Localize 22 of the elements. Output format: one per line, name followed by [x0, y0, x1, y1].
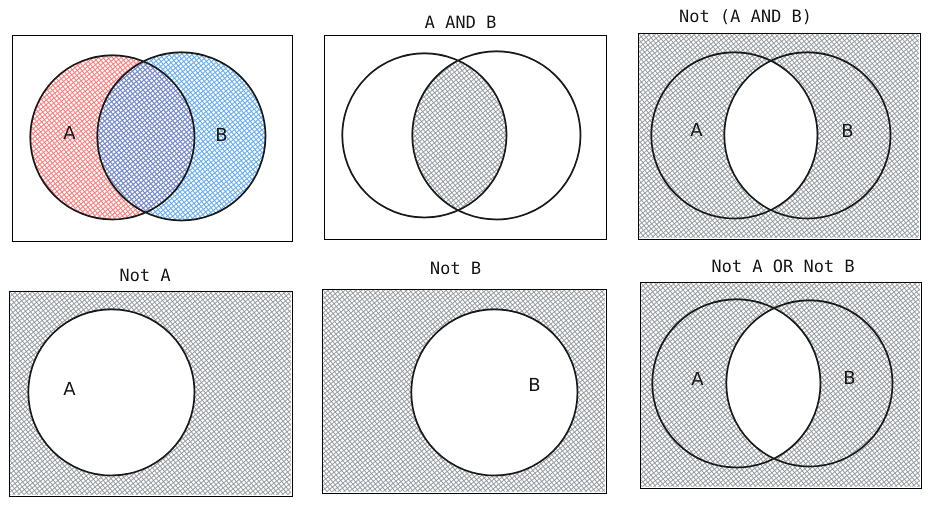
panel-title: Not A OR Not B [711, 257, 855, 278]
panel-title: Not B [430, 259, 482, 280]
set-label: A [691, 370, 704, 390]
set-circle [411, 50, 582, 220]
panel-title: Not A [119, 266, 171, 286]
set-label: B [843, 369, 856, 390]
set-circle [725, 299, 894, 468]
set-label: B [841, 122, 854, 142]
set-circle [723, 51, 892, 220]
set-circle [410, 308, 578, 476]
venn-panel [12, 35, 293, 242]
panel-title: A AND B [424, 13, 496, 34]
set-circle [341, 52, 508, 218]
set-label: B [215, 126, 228, 146]
set-circle [27, 308, 196, 476]
set-label: A [690, 121, 703, 142]
set-circle [650, 51, 818, 220]
set-label: A [63, 380, 76, 400]
set-circle [651, 298, 822, 468]
set-label: A [63, 124, 76, 144]
set-label: B [528, 376, 541, 396]
panel-title: Not (A AND B) [678, 7, 812, 28]
